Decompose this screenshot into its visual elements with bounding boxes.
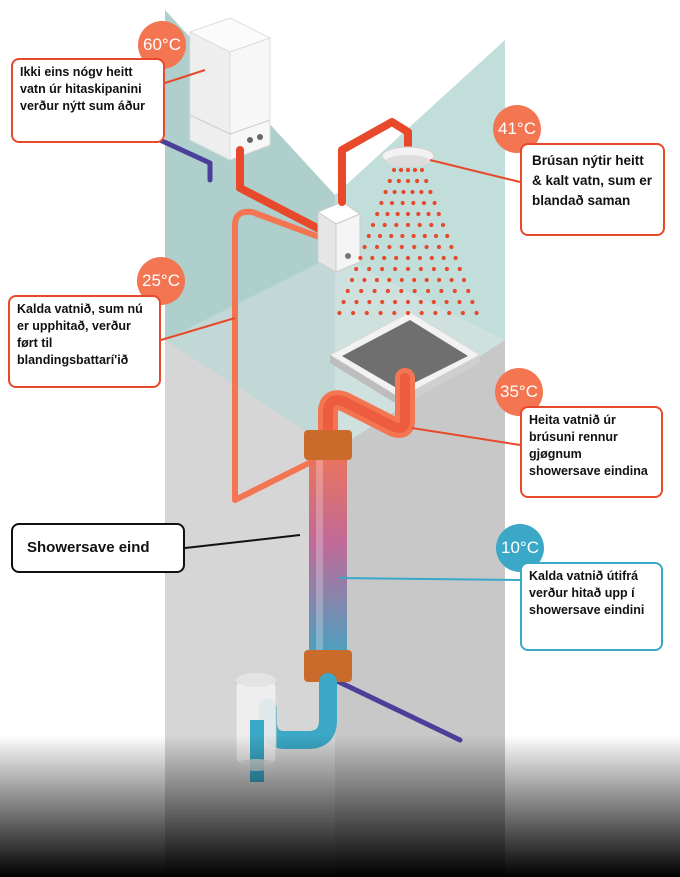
bottom-fade: [0, 735, 680, 877]
boiler-callout: Ikki eins nógv heitt vatn úr hitaskipani…: [11, 58, 165, 143]
boiler-icon: [188, 17, 272, 161]
leader-lines: [160, 69, 521, 581]
preheated-callout: Kalda vatnið, sum nú er upphitað, verður…: [8, 295, 161, 388]
shower-callout: Brúsan nýtir heitt & kalt vatn, sum er b…: [520, 143, 665, 236]
incoming-callout: Kalda vatnið útifrá verður hitað upp í s…: [520, 562, 663, 651]
shower-tray-icon: [328, 311, 482, 406]
cold-supply-pipe: [332, 677, 463, 743]
shower-head-icon: [381, 146, 435, 167]
shower-feed-pipe: [338, 118, 412, 206]
drain-temp-badge: 35°C: [495, 368, 543, 416]
drain-callout: Heita vatnið úr brúsuni rennur gjøgnum s…: [520, 406, 663, 498]
preheated-pipe: [232, 208, 325, 503]
shower-spray: [337, 167, 479, 316]
mixer-icon: [316, 201, 362, 273]
showersave-unit-callout: Showersave eind: [11, 523, 185, 573]
hot-supply-pipe: [236, 146, 329, 236]
boiler-inlet-pipe: [157, 137, 213, 183]
showersave-unit-icon: [304, 430, 352, 682]
